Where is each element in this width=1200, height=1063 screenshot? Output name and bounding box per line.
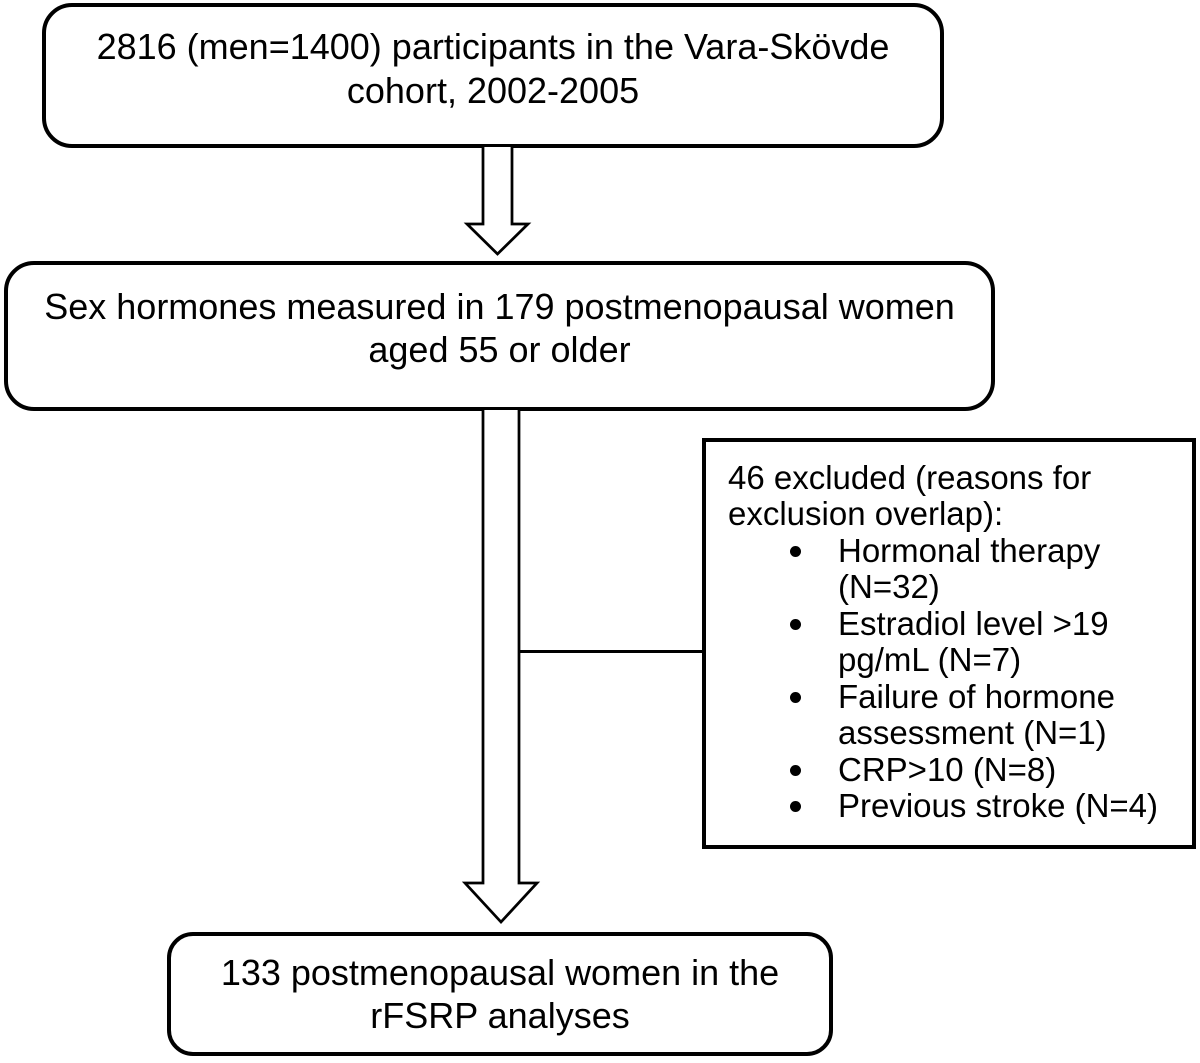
list-item: Previous stroke (N=4)	[728, 787, 1182, 825]
exclusion-bullet-3-line1: Failure of hormone	[838, 677, 1115, 715]
exclusion-bullet-2-line2: pg/mL (N=7)	[838, 641, 1022, 679]
sex-hormones-box-line1: Sex hormones measured in 179 postmenopau…	[44, 285, 955, 327]
exclusion-bullet-5-line1: Previous stroke (N=4)	[838, 787, 1159, 825]
cohort-box-line1: 2816 (men=1400) participants in the Vara…	[96, 26, 890, 68]
exclusion-bullet-2-line1: Estradiol level >19	[838, 604, 1109, 642]
bullet-icon	[790, 764, 801, 776]
exclusion-bullet-1-line2: (N=32)	[838, 568, 940, 606]
cohort-box-line2: cohort, 2002-2005	[346, 69, 640, 111]
exclusion-title-line2: exclusion overlap):	[728, 495, 1004, 533]
exclusion-bullet-4-line1: CRP>10 (N=8)	[838, 750, 1057, 788]
bullet-icon	[790, 618, 801, 630]
sex-hormones-box: Sex hormones measured in 179 postmenopau…	[4, 261, 995, 411]
exclusion-bullet-1-line1: Hormonal therapy	[838, 531, 1101, 569]
bullet-icon	[790, 801, 801, 813]
list-item: Hormonal therapy (N=32)	[728, 531, 1182, 606]
exclusion-title-line1: 46 excluded (reasons for	[728, 459, 1092, 496]
cohort-box: 2816 (men=1400) participants in the Vara…	[42, 3, 944, 148]
final-analysis-box-line2: rFSRP analyses	[370, 995, 630, 1036]
down-arrow-icon	[463, 147, 532, 256]
bullet-icon	[790, 545, 801, 557]
exclusion-box: 46 excluded (reasons for exclusion overl…	[702, 438, 1196, 849]
exclusion-reason-list: Hormonal therapy (N=32) Estradiol level …	[728, 531, 1182, 825]
sex-hormones-box-line2: aged 55 or older	[368, 329, 631, 370]
bullet-icon	[790, 691, 801, 703]
list-item: Estradiol level >19 pg/mL (N=7)	[728, 604, 1182, 679]
final-analysis-box: 133 postmenopausal women in the rFSRP an…	[167, 932, 833, 1056]
down-arrow-icon	[461, 410, 541, 925]
final-analysis-box-line1: 133 postmenopausal women in the	[220, 951, 780, 993]
list-item: CRP>10 (N=8)	[728, 750, 1182, 788]
exclusion-connector-line	[520, 650, 703, 653]
list-item: Failure of hormone assessment (N=1)	[728, 677, 1182, 752]
exclusion-bullet-3-line2: assessment (N=1)	[838, 714, 1107, 752]
